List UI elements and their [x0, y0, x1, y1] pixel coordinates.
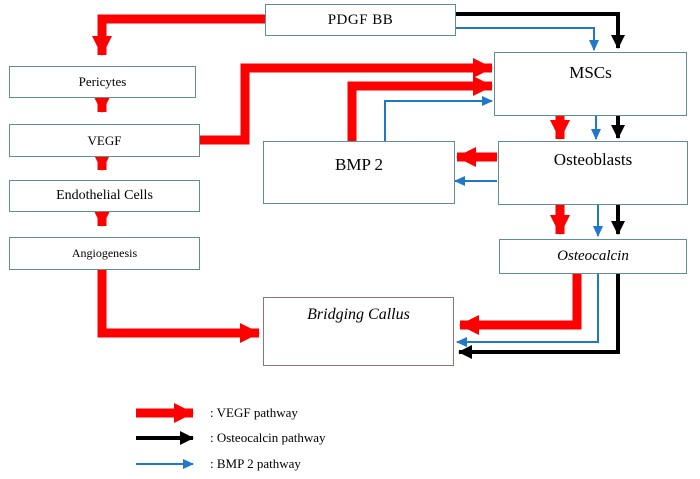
node-vegf: VEGF — [9, 124, 200, 157]
node-endothelial-cells: Endothelial Cells — [9, 180, 200, 212]
arrow-pdgf-to-mscs-blue — [456, 27, 599, 51]
bmp2-pathway-arrows — [384, 27, 603, 347]
node-angiogenesis: Angiogenesis — [9, 237, 200, 270]
vegf-pathway-arrows — [92, 14, 582, 343]
node-mscs: MSCs — [494, 52, 687, 116]
arrow-bmp2-to-mscs — [347, 76, 493, 141]
node-endothelial-cells-label: Endothelial Cells — [56, 188, 153, 203]
arrow-angiogenesis-to-callus — [97, 270, 260, 343]
legend-arrows — [136, 403, 194, 469]
arrow-vegf-to-mscs — [200, 58, 493, 145]
arrow-bmp2-to-mscs-blue — [384, 96, 493, 141]
node-pdgf-bb-label: PDGF BB — [327, 11, 394, 28]
node-pdgf-bb: PDGF BB — [265, 4, 456, 36]
arrow-osteocalcin-to-callus-blue — [456, 274, 599, 347]
arrow-pdgf-to-pericytes — [92, 14, 265, 56]
node-bridging-callus: Bridging Callus — [263, 297, 454, 366]
node-mscs-label: MSCs — [569, 63, 612, 82]
node-bridging-callus-label: Bridging Callus — [307, 306, 410, 323]
node-bmp2-label: BMP 2 — [334, 155, 384, 174]
arrow-pdgf-to-mscs-black — [456, 12, 625, 49]
arrow-osteocalcin-to-callus-red — [459, 274, 582, 335]
node-osteoblasts-label: Osteoblasts — [553, 150, 633, 169]
node-bmp2: BMP 2 — [263, 141, 455, 204]
node-osteoblasts: Osteoblasts — [498, 141, 688, 205]
node-osteocalcin-label: Osteocalcin — [557, 248, 629, 264]
osteocalcin-pathway-arrows — [456, 12, 625, 359]
legend-osteocalcin-label: : Osteocalcin pathway — [210, 430, 326, 445]
node-pericytes-label: Pericytes — [78, 74, 127, 89]
arrow-osteocalcin-to-callus-black — [458, 274, 620, 359]
node-angiogenesis-label: Angiogenesis — [71, 246, 138, 260]
node-vegf-label: VEGF — [87, 132, 122, 148]
legend-vegf-label: : VEGF pathway — [210, 405, 298, 420]
node-pericytes: Pericytes — [9, 66, 196, 98]
legend-bmp2-label: : BMP 2 pathway — [210, 456, 301, 471]
node-osteocalcin: Osteocalcin — [499, 239, 687, 274]
